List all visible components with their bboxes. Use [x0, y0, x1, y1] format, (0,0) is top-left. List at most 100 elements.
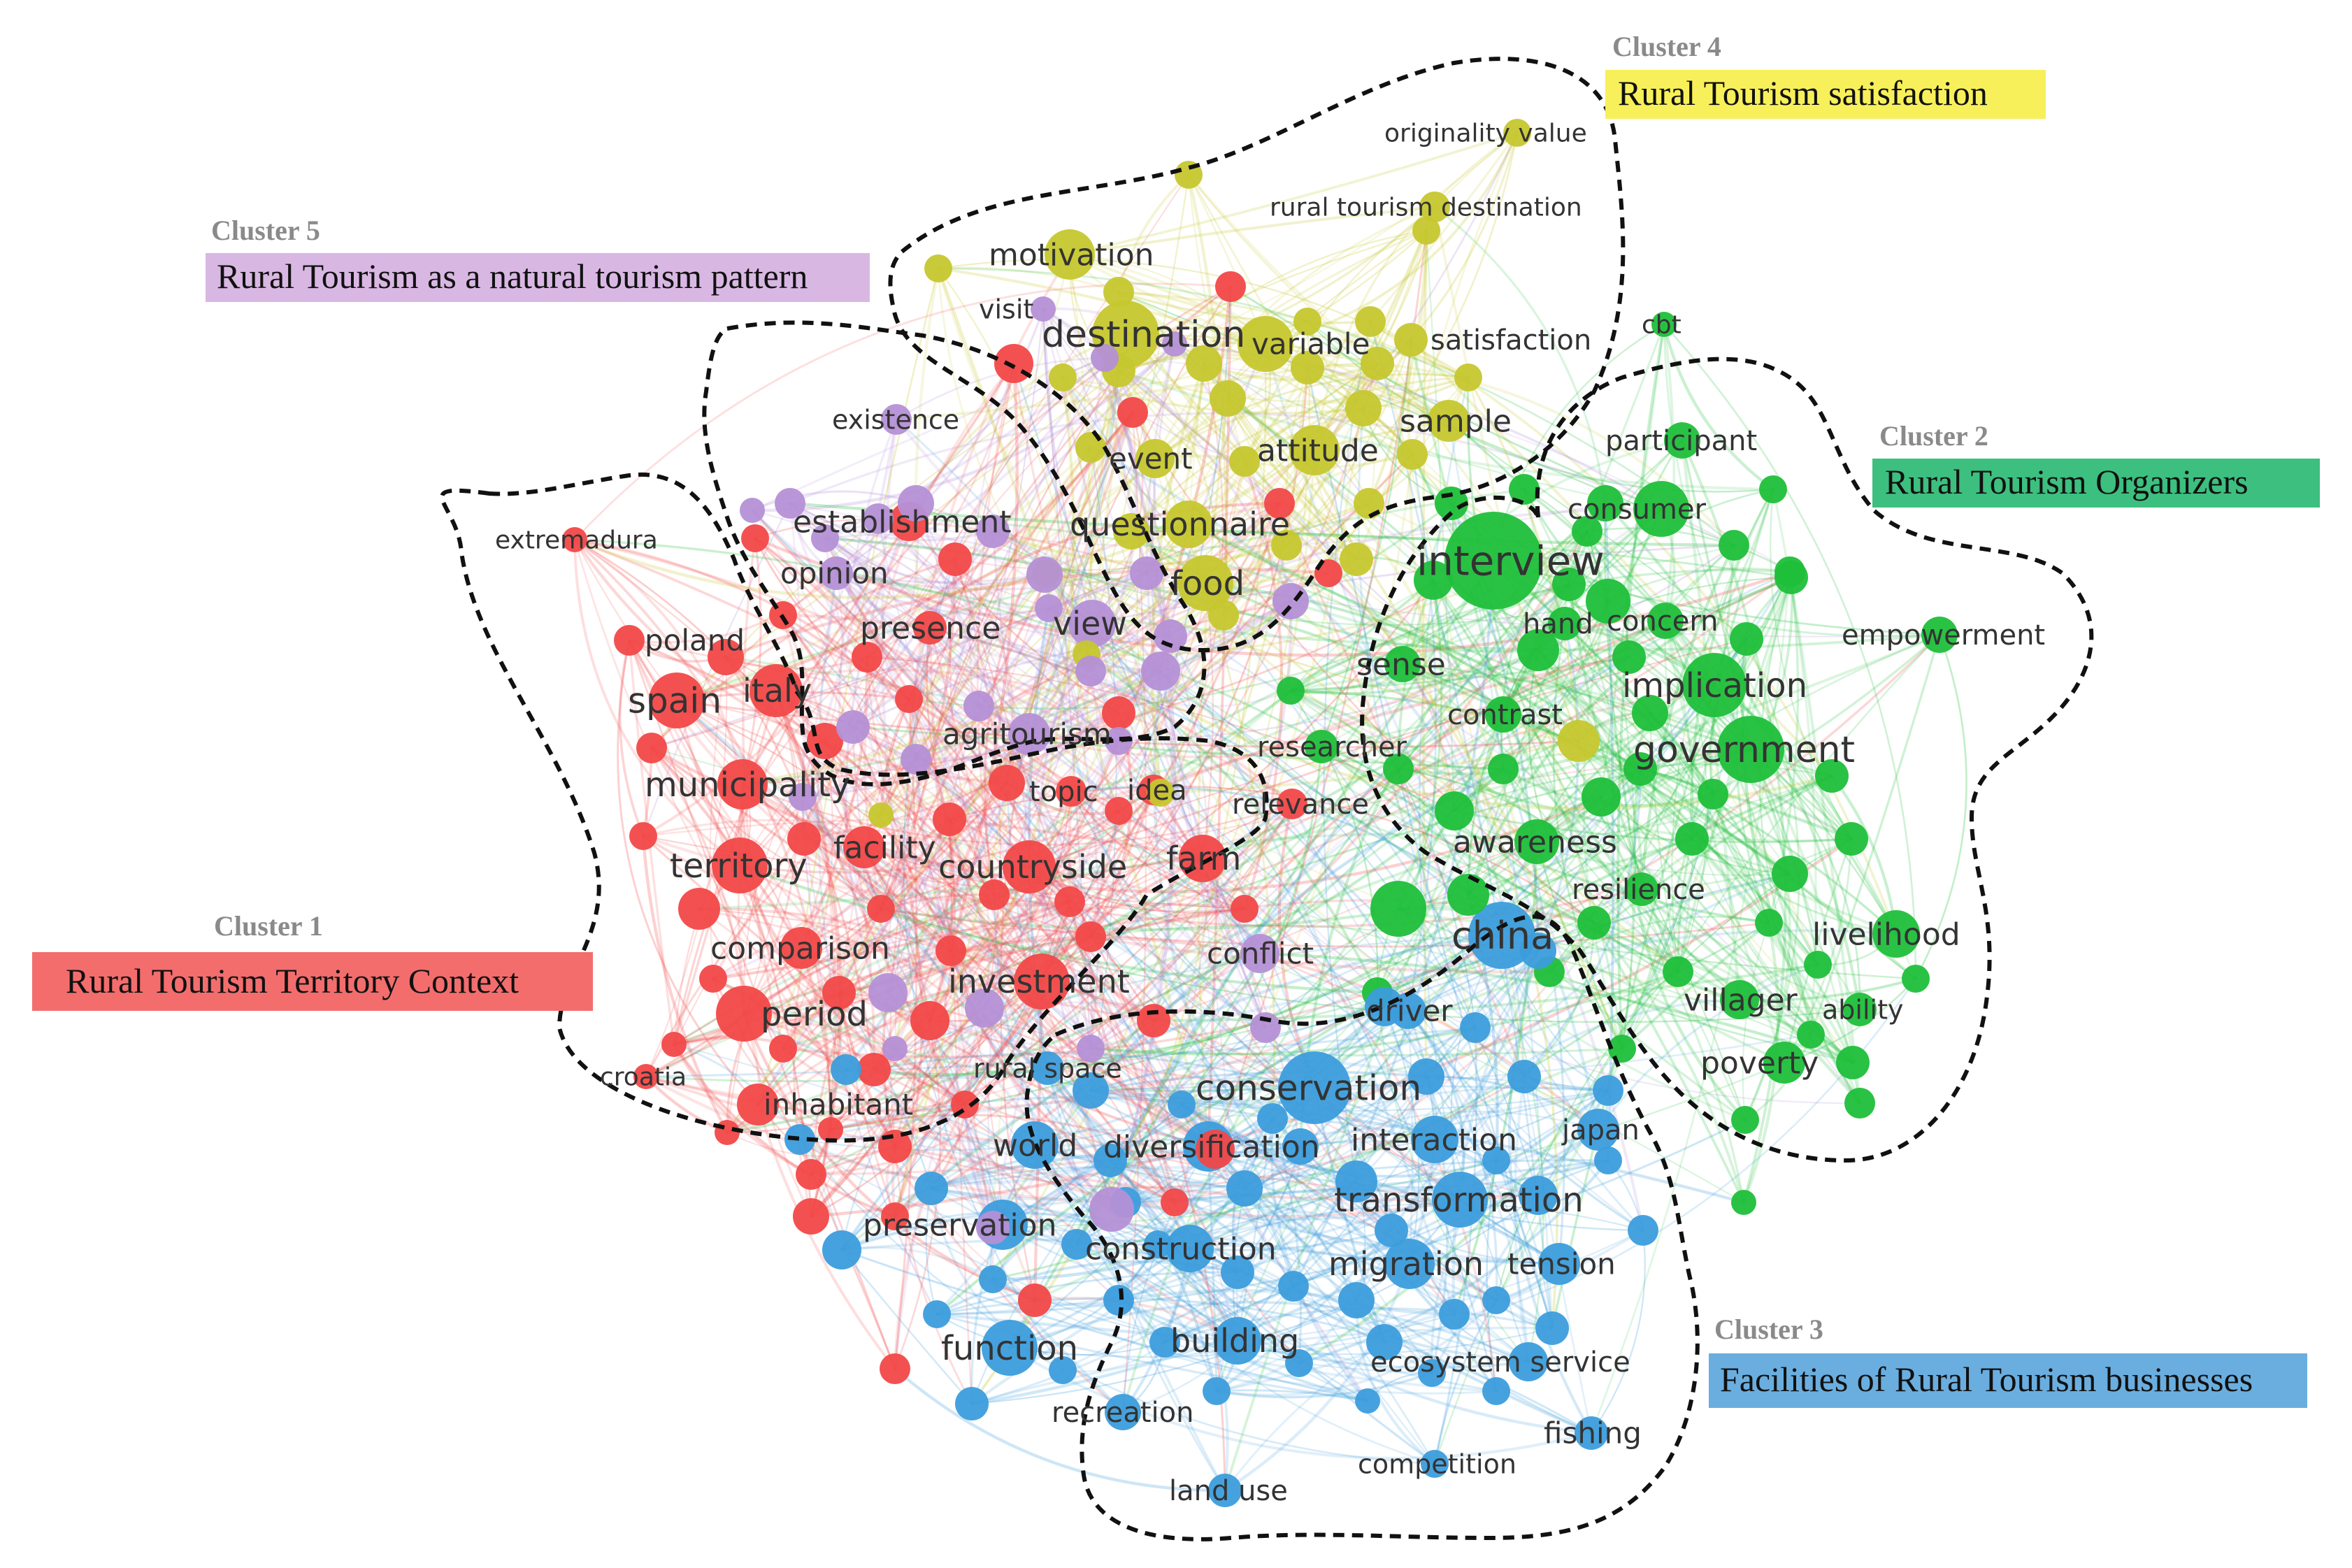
network-link [650, 746, 1603, 893]
network-link [866, 656, 1217, 1151]
network-link [1146, 573, 1940, 638]
keyword-label: competition [1358, 1448, 1516, 1479]
keyword-node [1548, 607, 1582, 640]
keyword-label: implication [1622, 666, 1807, 705]
keyword-label: territory [670, 847, 808, 886]
network-link [893, 375, 1075, 1149]
keyword-node [1419, 192, 1450, 222]
network-link [1169, 635, 1456, 1316]
network-link [908, 698, 1073, 793]
network-link [823, 536, 1792, 876]
keyword-node [982, 1320, 1038, 1376]
network-link [863, 362, 1015, 910]
network-link [1152, 963, 1819, 1022]
keyword-label: originality value [1384, 120, 1587, 148]
keyword-label: interview [1417, 537, 1605, 584]
network-link [1502, 508, 1663, 716]
network-link [1621, 921, 1770, 1050]
network-link [1008, 1300, 1530, 1363]
network-link [801, 705, 980, 798]
network-node [1338, 1282, 1375, 1318]
network-link [835, 572, 917, 761]
network-link [862, 845, 1072, 907]
network-link [1508, 949, 1593, 1434]
network-link [1535, 576, 1793, 843]
network-link [1680, 438, 1742, 1002]
network-link [810, 1020, 931, 1217]
network-node [1414, 561, 1453, 600]
network-link [1001, 1223, 1239, 1274]
network-node [955, 1387, 989, 1420]
network-link [673, 656, 868, 1046]
network-link [1089, 1074, 1428, 1106]
network-link [1089, 1058, 1428, 1093]
network-node [1196, 1130, 1235, 1169]
network-link [1033, 1144, 1302, 1170]
keyword-label: existence [832, 404, 959, 435]
network-link [1486, 1159, 1498, 1393]
network-link [991, 1277, 1125, 1414]
network-link [1047, 607, 1554, 1330]
network-link [928, 1019, 1004, 1226]
network-node [1628, 1215, 1658, 1246]
network-node [1103, 1285, 1134, 1316]
network-link [1243, 619, 1667, 910]
network-node [1519, 1176, 1558, 1215]
network-link [1040, 979, 1462, 1202]
network-node [1073, 1072, 1109, 1109]
network-link [1433, 206, 1607, 505]
network-node [979, 1265, 1007, 1293]
network-link [866, 656, 1113, 1211]
network-link [1741, 637, 1862, 1105]
keyword-label: building [1170, 1322, 1299, 1360]
network-link [810, 362, 1379, 1176]
network-node [784, 1124, 815, 1155]
network-link [645, 1075, 1036, 1146]
network-link [991, 949, 1540, 1281]
network-link [800, 656, 869, 949]
network-link [573, 538, 744, 786]
network-link [1432, 579, 1854, 1064]
network-link [991, 530, 1162, 672]
keyword-label: livelihood [1812, 916, 1960, 952]
network-node [857, 1053, 891, 1086]
keyword-node [1444, 512, 1542, 610]
network-link [573, 538, 741, 867]
network-link [1222, 229, 1428, 617]
network-node [1162, 331, 1187, 357]
cluster-1-heading: Cluster 1 [214, 910, 323, 942]
network-link [908, 333, 1127, 523]
network-link [845, 1068, 1561, 1265]
network-link [1005, 782, 1226, 1492]
network-node [1229, 446, 1260, 477]
network-link [1327, 572, 1456, 812]
keyword-label: transformation [1334, 1181, 1584, 1220]
network-node [989, 765, 1025, 801]
network-link [937, 267, 1450, 422]
network-link [1207, 1138, 1436, 1148]
network-link [851, 571, 1149, 729]
keyword-label: rural space [973, 1053, 1122, 1084]
network-node [831, 1054, 861, 1085]
keyword-node [633, 1064, 659, 1089]
network-link [1180, 1103, 1498, 1393]
network-node [822, 976, 856, 1009]
network-link [1117, 369, 1470, 403]
network-link [756, 1103, 896, 1370]
keyword-node [780, 927, 822, 969]
network-link [1189, 1247, 1433, 1374]
network-link [865, 655, 1156, 792]
network-link [724, 656, 1176, 1204]
network-link [829, 748, 1752, 1131]
network-node [933, 803, 966, 836]
network-link [824, 537, 1162, 672]
network-link [754, 537, 910, 700]
network-link [1914, 633, 1967, 980]
network-link [1397, 907, 1747, 1121]
network-link [1206, 970, 1551, 1149]
cluster-5-heading: Cluster 5 [211, 215, 320, 246]
network-link [801, 795, 1393, 1232]
network-node [1383, 754, 1414, 784]
network-link [1401, 663, 1745, 1204]
network-link [840, 1249, 1369, 1402]
